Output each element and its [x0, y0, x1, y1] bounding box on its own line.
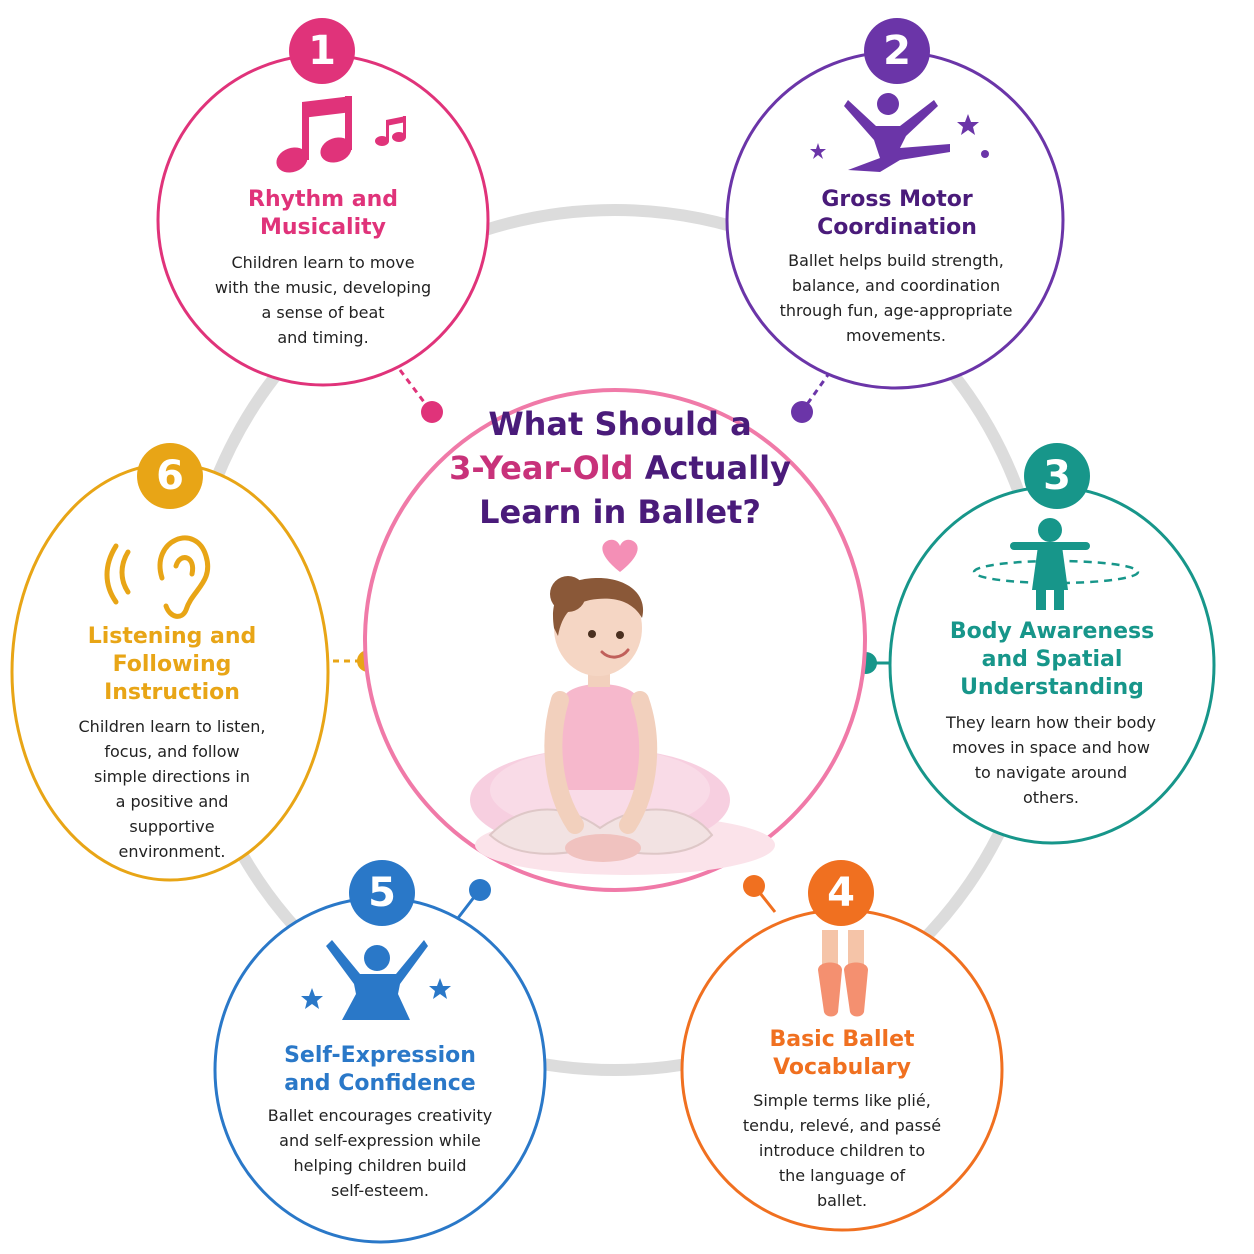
item-6-title: Listening and Following Instruction [87, 624, 257, 705]
item-6-description: Children learn to listen, focus, and fol… [78, 717, 266, 861]
connector-dot-5 [469, 879, 491, 901]
item-4-badge: 4 [808, 860, 874, 926]
item-4-description: Simple terms like plié, tendu, relevé, a… [742, 1091, 942, 1210]
center-title-accent: 3-Year-Old [449, 449, 634, 487]
item-5-badge: 5 [349, 860, 415, 926]
child-arms-out-icon [972, 518, 1140, 610]
ear-icon [104, 535, 211, 619]
center-title: What Should a 3-Year-Old Actually Learn … [420, 402, 820, 534]
item-5-title: Self-Expression and Confidence [284, 1043, 476, 1096]
raised-arms-dancer-icon [301, 940, 451, 1020]
item-6-badge: 6 [137, 443, 203, 509]
leaping-dancer-icon [810, 93, 989, 172]
connector-dot-1 [421, 401, 443, 423]
item-3-title: Body Awareness and Spatial Understanding [949, 619, 1155, 700]
item-2-title: Gross Motor Coordination [817, 187, 977, 240]
connector-1 [398, 369, 432, 411]
music-notes-icon [276, 96, 406, 173]
item-4-title: Basic Ballet Vocabulary [769, 1027, 915, 1080]
pointe-shoes-icon [818, 930, 868, 1017]
center-title-line-1: What Should a [488, 405, 752, 443]
item-1-title: Rhythm and Musicality [248, 187, 398, 240]
item-1-description: Children learn to move with the music, d… [214, 253, 432, 347]
item-5-description: Ballet encourages creativity and self-ex… [267, 1106, 493, 1200]
center-title-line-3: Learn in Ballet? [479, 493, 761, 531]
connector-dot-2 [791, 401, 813, 423]
center-title-line-2: 3-Year-Old Actually [420, 446, 820, 490]
item-3-description: They learn how their body moves in space… [946, 713, 1156, 807]
item-2-description: Ballet helps build strength, balance, an… [779, 251, 1013, 345]
item-1-badge: 1 [289, 18, 355, 84]
center-title-rest: Actually [633, 449, 791, 487]
item-2-badge: 2 [864, 18, 930, 84]
item-3-badge: 3 [1024, 443, 1090, 509]
connector-dot-4 [743, 875, 765, 897]
